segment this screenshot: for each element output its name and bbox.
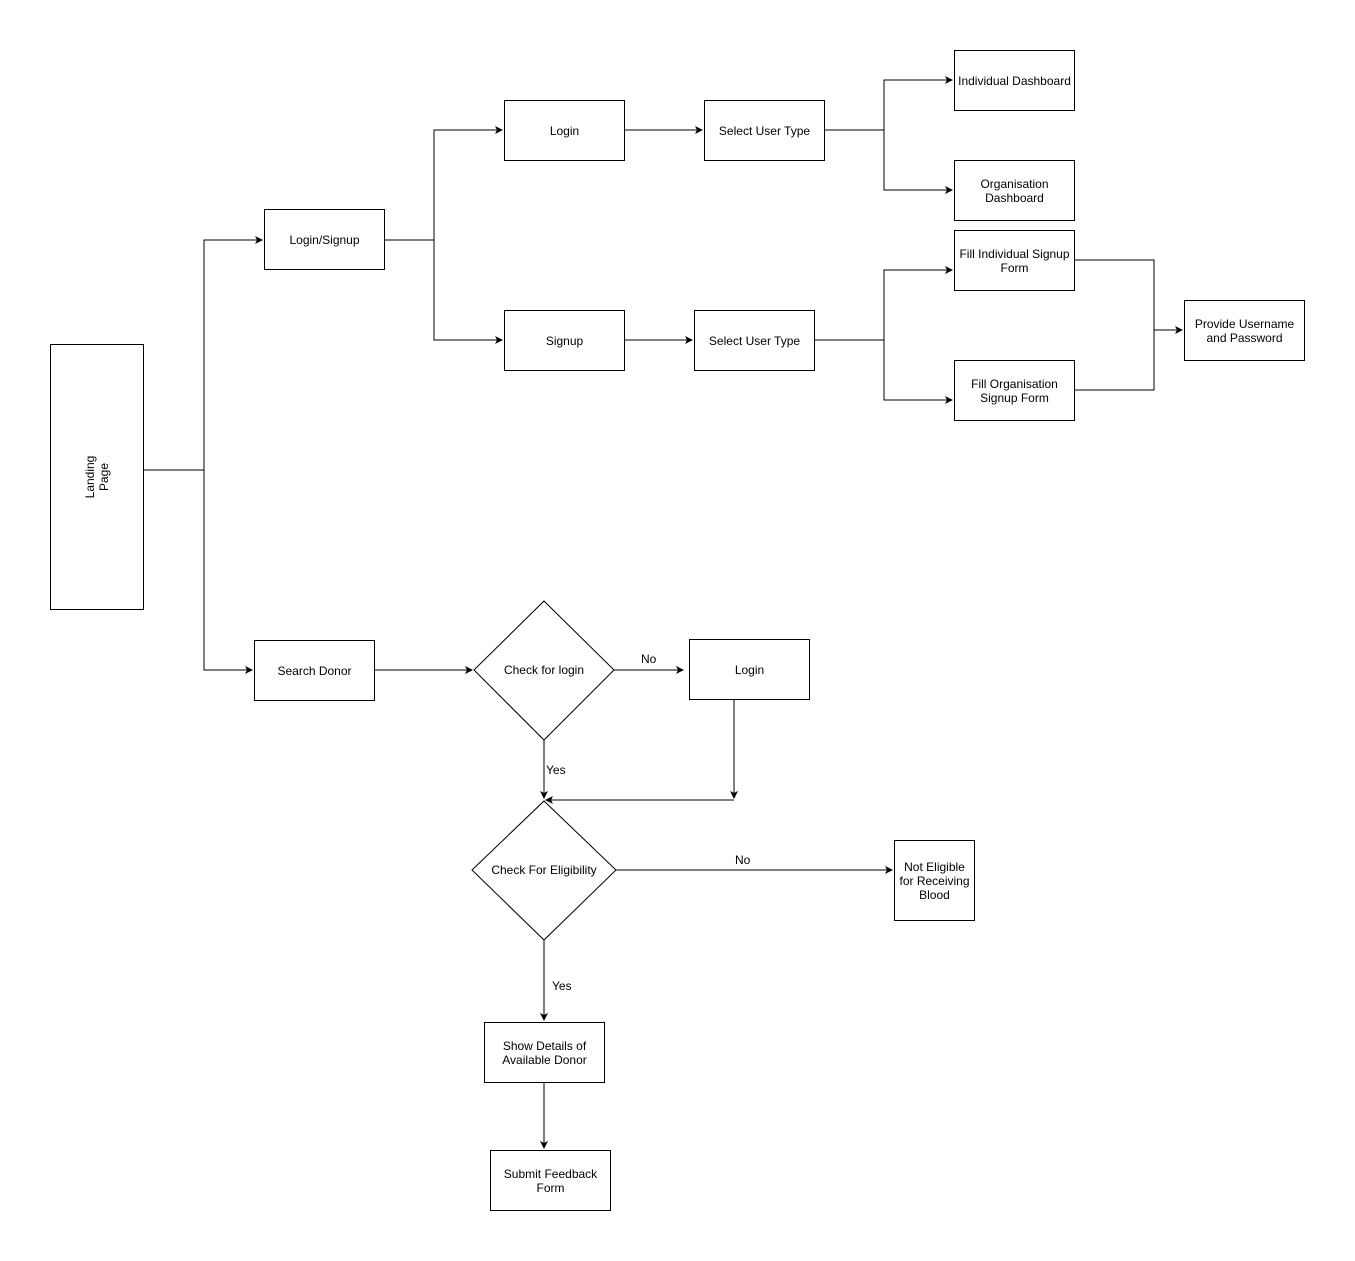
landing-page-node: Landing Page xyxy=(50,344,144,610)
fill-organisation-form-label: Fill Organisation Signup Form xyxy=(971,376,1058,405)
check-login-label: Check for login xyxy=(503,663,585,677)
edge-usertype-to-indiv-form xyxy=(814,266,953,341)
edge-label-login-no: No xyxy=(641,652,657,666)
edge-loginsignup-to-login xyxy=(384,126,503,241)
select-user-type-signup-label: Select User Type xyxy=(708,333,801,348)
check-login-diamond xyxy=(473,600,615,741)
signup-label: Signup xyxy=(545,333,584,348)
check-eligibility-label: Check For Eligibility xyxy=(491,863,597,877)
not-eligible-node: Not Eligible for Receiving Blood xyxy=(894,840,975,921)
login-bottom-label: Login xyxy=(734,662,765,677)
individual-dashboard-label: Individual Dashboard xyxy=(958,73,1071,88)
show-details-node: Show Details of Available Donor xyxy=(484,1022,605,1083)
edge-loginsignup-to-signup xyxy=(433,240,503,344)
edge-label-eligibility-no: No xyxy=(735,853,751,867)
login-signup-label: Login/Signup xyxy=(289,232,360,247)
landing-page-label: Landing Page xyxy=(83,455,111,499)
edge-landing-to-search xyxy=(203,470,253,674)
submit-feedback-node: Submit Feedback Form xyxy=(490,1150,611,1211)
fill-organisation-form-node: Fill Organisation Signup Form xyxy=(954,360,1075,421)
select-user-type-login-node: Select User Type xyxy=(704,100,825,161)
edge-usertype-to-individual xyxy=(824,76,953,131)
select-user-type-login-label: Select User Type xyxy=(718,123,811,138)
organisation-dashboard-label: Organisation Dashboard xyxy=(980,176,1049,205)
search-donor-node: Search Donor xyxy=(254,640,375,701)
select-user-type-signup-node: Select User Type xyxy=(694,310,815,371)
provide-credentials-node: Provide Username and Password xyxy=(1184,300,1305,361)
edge-label-login-yes: Yes xyxy=(546,763,566,777)
login-bottom-node: Login xyxy=(689,639,810,700)
edge-forms-merge xyxy=(1074,259,1155,391)
submit-feedback-label: Submit Feedback Form xyxy=(503,1166,598,1195)
edge-label-eligibility-yes: Yes xyxy=(552,979,572,993)
edge-usertype-to-org-form xyxy=(883,340,953,404)
fill-individual-form-node: Fill Individual Signup Form xyxy=(954,230,1075,291)
edge-landing-trunk xyxy=(144,236,263,471)
not-eligible-label: Not Eligible for Receiving Blood xyxy=(899,859,970,902)
check-eligibility-diamond xyxy=(471,800,617,941)
search-donor-label: Search Donor xyxy=(277,663,352,678)
organisation-dashboard-node: Organisation Dashboard xyxy=(954,160,1075,221)
fill-individual-form-label: Fill Individual Signup Form xyxy=(959,246,1070,275)
edge-usertype-to-organisation xyxy=(883,130,953,194)
login-node: Login xyxy=(504,100,625,161)
login-signup-node: Login/Signup xyxy=(264,209,385,270)
login-label: Login xyxy=(549,123,580,138)
show-details-label: Show Details of Available Donor xyxy=(502,1038,587,1067)
signup-node: Signup xyxy=(504,310,625,371)
provide-credentials-label: Provide Username and Password xyxy=(1194,316,1295,345)
individual-dashboard-node: Individual Dashboard xyxy=(954,50,1075,111)
